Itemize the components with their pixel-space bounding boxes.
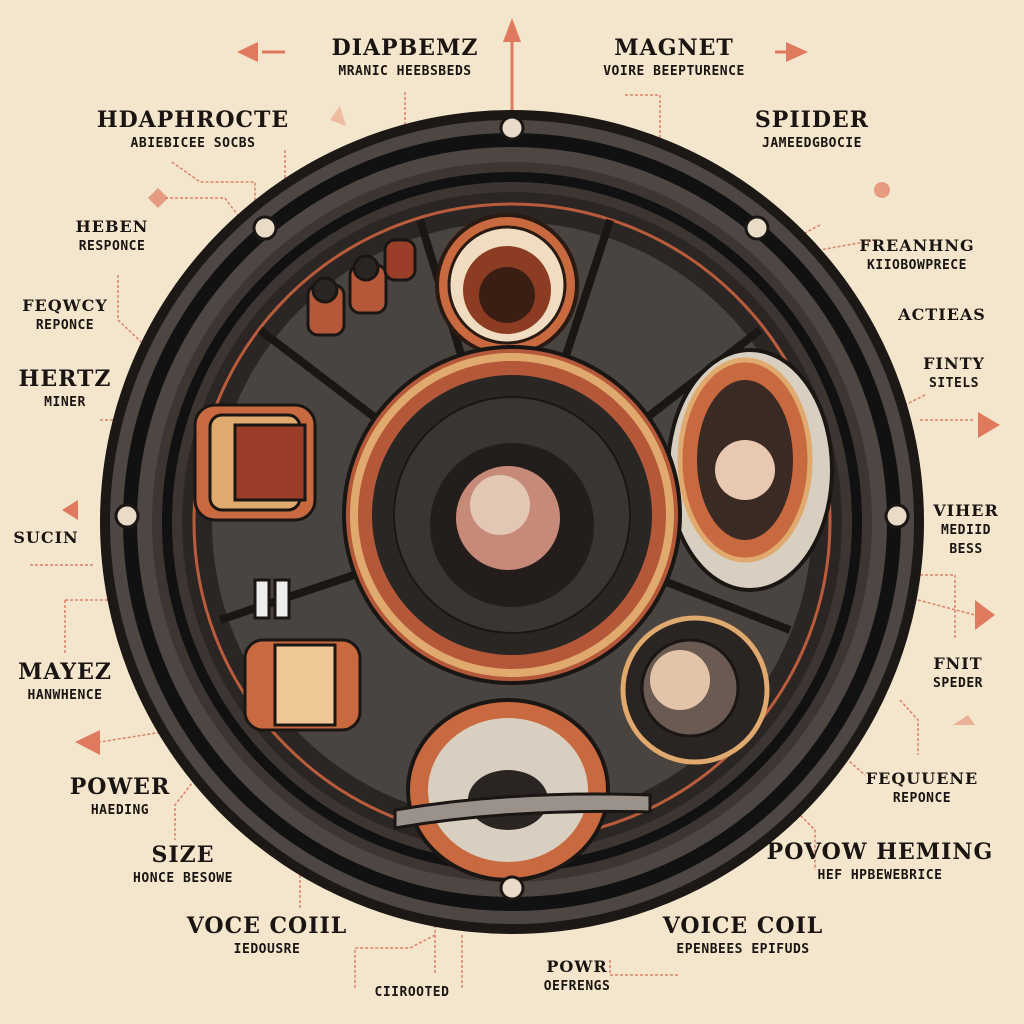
label-voice-coil: VOICE COIL EPENBEES EPIFUDS <box>662 913 824 958</box>
label-hdaphrocte: HDAPHROCTE ABIEBICEE SOCBS <box>96 107 290 152</box>
label-powr: POWR OEFRENGS <box>543 957 611 995</box>
label-actieas: ACTIEAS <box>898 305 986 324</box>
label-title: FNIT <box>933 654 983 673</box>
label-finty: FINTY SITELS <box>923 354 985 392</box>
center-cone <box>342 345 682 685</box>
label-title: SUCIN <box>13 528 79 547</box>
label-title: POWR <box>546 957 608 976</box>
label-fnit: FNIT SPEDER <box>933 654 983 692</box>
label-viher: VIHER MEDIID BESS <box>933 501 999 558</box>
label-title: HDAPHROCTE <box>96 107 290 133</box>
label-subtitle: RESPONCE <box>78 239 146 255</box>
label-title: HEBEN <box>75 217 149 236</box>
label-mayez: MAYEZ HANWHENCE <box>18 659 112 704</box>
label-ciirooted: CIIROOTED <box>375 982 450 1001</box>
label-title: FINTY <box>923 354 985 373</box>
arrowheads <box>62 18 1000 755</box>
label-title: POVOW HEMING <box>766 839 994 865</box>
label-title: POWER <box>69 774 171 800</box>
label-title: SPIIDER <box>754 107 870 133</box>
label-subtitle: ABIEBICEE SOCBS <box>130 136 256 152</box>
coil-left <box>193 403 317 522</box>
label-title: VOCE COIIL <box>186 913 348 939</box>
label-subtitle: KIIOBOWPRECE <box>867 258 967 274</box>
label-subtitle: JAMEEDGBOCIE <box>762 136 862 152</box>
label-voce-coiil: VOCE COIIL IEDOUSRE <box>186 913 348 958</box>
screws <box>114 115 910 901</box>
label-subtitle: HEF HPBEWEBRICE <box>817 868 943 884</box>
magnet-component <box>435 213 579 357</box>
label-title: MAYEZ <box>18 659 112 685</box>
label-diapbemz: DIAPBEMZ MRANIC HEEBSBEDS <box>331 35 479 80</box>
label-subtitle: SPEDER <box>933 676 983 692</box>
label-subtitle: SITELS <box>929 376 979 392</box>
label-povow-heming: POVOW HEMING HEF HPBEWEBRICE <box>766 839 994 884</box>
label-subtitle: HANWHENCE <box>27 688 103 704</box>
label-subtitle: HONCE BESOWE <box>133 871 233 887</box>
label-title: FEQUUENE <box>865 769 979 788</box>
label-subtitle: MINER <box>44 395 86 411</box>
label-title: FEQWCY <box>22 296 108 315</box>
label-title: SIZE <box>151 842 215 868</box>
label-freanhng: FREANHNG KIIOBOWPRECE <box>859 236 975 274</box>
label-subtitle: REPONCE <box>35 318 95 334</box>
label-subtitle: VOIRE BEEPTURENCE <box>603 64 745 80</box>
coil-lower-left <box>243 578 362 732</box>
label-heben: HEBEN RESPONCE <box>75 217 149 255</box>
tweeter <box>620 615 770 765</box>
label-size: SIZE HONCE BESOWE <box>133 842 233 887</box>
label-subtitle: HAEDING <box>90 803 150 819</box>
label-subtitle: IEDOUSRE <box>233 942 301 958</box>
label-power: POWER HAEDING <box>69 774 171 819</box>
label-title: FREANHNG <box>859 236 975 255</box>
label-hertz: HERTZ MINER <box>18 366 112 411</box>
label-title: VIHER <box>933 501 999 520</box>
label-spiider: SPIIDER JAMEEDGBOCIE <box>754 107 870 152</box>
label-subtitle: REPONCE <box>892 791 952 807</box>
label-title: MAGNET <box>614 35 734 61</box>
terminal-posts <box>306 238 417 337</box>
label-fequuene: FEQUUENE REPONCE <box>865 769 979 807</box>
label-subtitle: EPENBEES EPIFUDS <box>676 942 810 958</box>
label-subtitle: MEDIID <box>941 523 991 539</box>
label-magnet: MAGNET VOIRE BEEPTURENCE <box>603 35 745 80</box>
label-subtitle: OEFRENGS <box>543 979 611 995</box>
label-title: VOICE COIL <box>662 913 824 939</box>
label-subtitle: BESS <box>949 542 983 558</box>
label-sucin: SUCIN <box>13 528 79 547</box>
label-title: ACTIEAS <box>898 305 986 324</box>
label-subtitle: MRANIC HEEBSBEDS <box>338 64 472 80</box>
label-title: DIAPBEMZ <box>331 35 479 61</box>
label-title: HERTZ <box>18 366 112 392</box>
label-title: CIIROOTED <box>374 985 450 1000</box>
driver-right <box>666 348 834 592</box>
label-feqwcy: FEQWCY REPONCE <box>22 296 108 334</box>
speaker <box>100 110 924 934</box>
